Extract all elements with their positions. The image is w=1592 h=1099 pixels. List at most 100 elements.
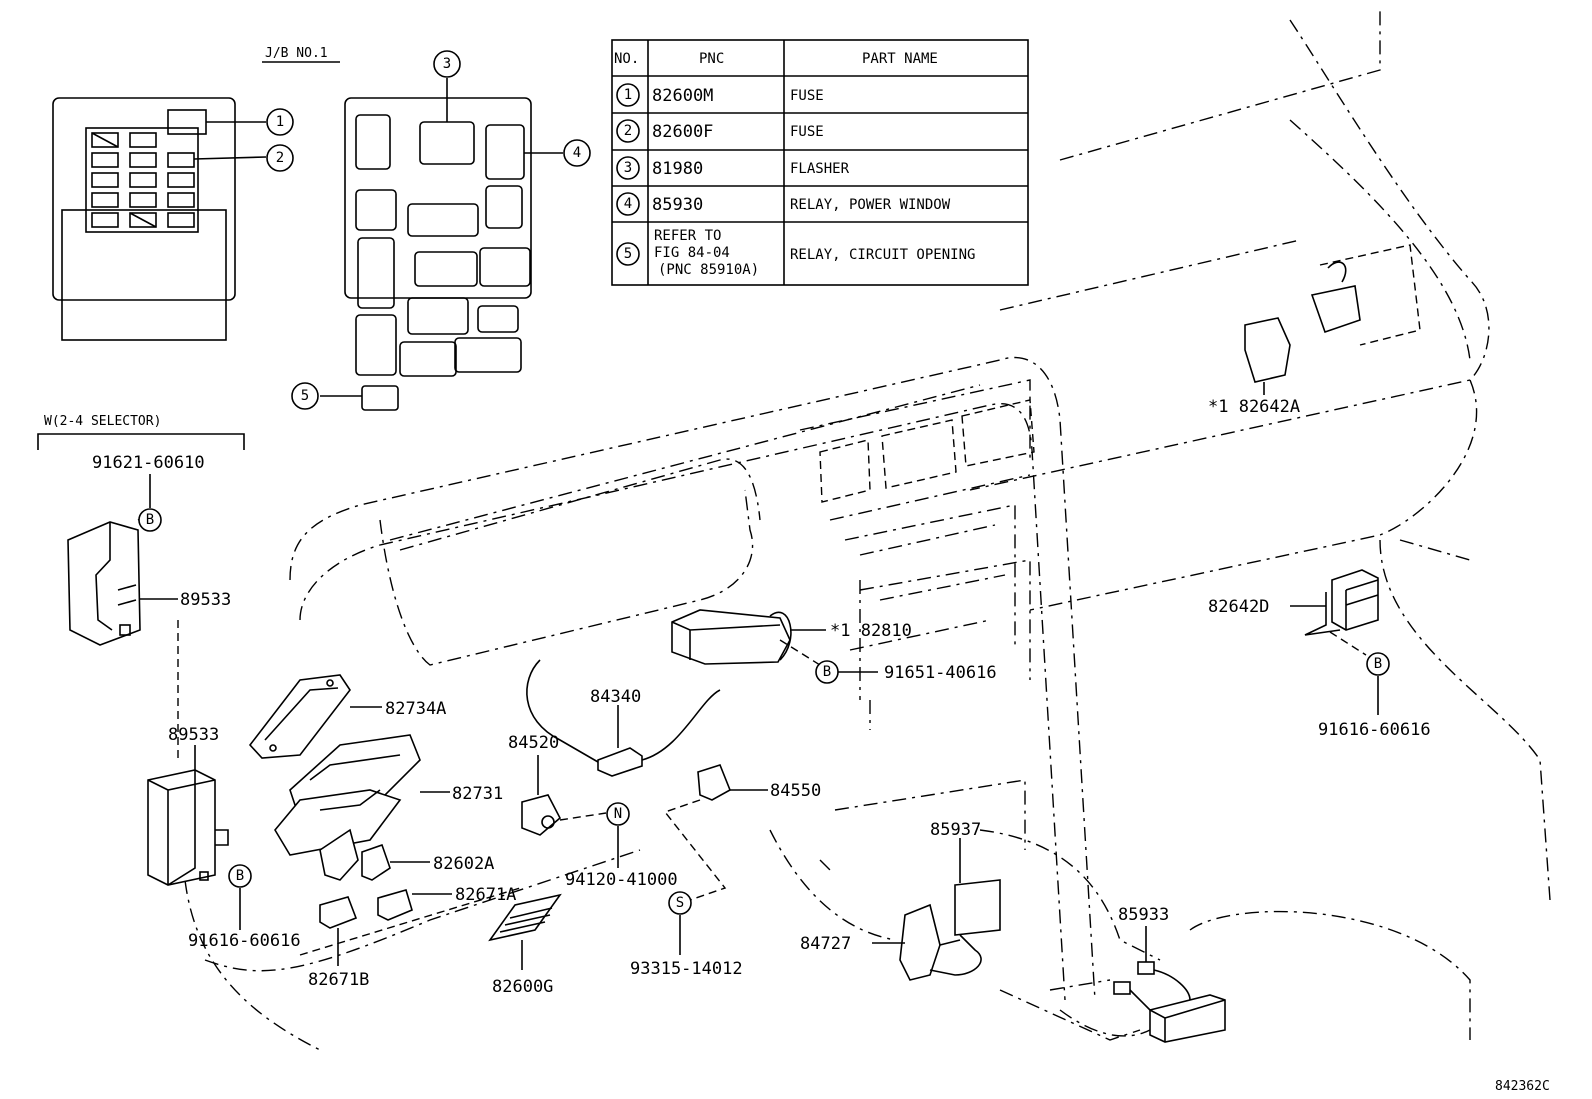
- selector-unit-89533-top: [67, 521, 141, 646]
- table-cell-name: RELAY, POWER WINDOW: [790, 197, 951, 213]
- relay-82602a: [361, 843, 391, 881]
- svg-text:3: 3: [624, 160, 632, 176]
- dash-b-82810: [779, 639, 821, 666]
- svg-text:4: 4: [624, 196, 632, 212]
- part-label[interactable]: 84520: [508, 733, 559, 753]
- callout-2: 2: [266, 144, 294, 172]
- wire-84340-b: [641, 689, 721, 761]
- svg-text:B: B: [1374, 656, 1382, 672]
- selector-bracket: [37, 433, 245, 450]
- part-label[interactable]: 84727: [800, 934, 851, 954]
- marker-b: B: [138, 508, 162, 532]
- part-label[interactable]: *1 82810: [830, 621, 912, 641]
- dashboard-outline: [184, 10, 1551, 1051]
- part-label[interactable]: 94120-41000: [565, 870, 678, 890]
- combination-switch-82810: [671, 609, 792, 665]
- part-label[interactable]: 84550: [770, 781, 821, 801]
- switch-84520: [521, 794, 562, 836]
- callout-1: 1: [266, 108, 294, 136]
- center-panel: [799, 379, 1035, 700]
- table-row: 1 82600M FUSE: [616, 83, 824, 107]
- part-label[interactable]: 82671B: [308, 970, 369, 990]
- table-cell-pnc-line: REFER TO: [654, 228, 721, 244]
- svg-text:1: 1: [276, 114, 284, 130]
- glovebox-outline: [1319, 244, 1421, 346]
- table-cell-name: RELAY, CIRCUIT OPENING: [790, 247, 975, 263]
- table-row: 4 85930 RELAY, POWER WINDOW: [616, 192, 951, 216]
- table-cell-name: FUSE: [790, 124, 824, 140]
- svg-text:B: B: [236, 868, 244, 884]
- svg-text:B: B: [823, 664, 831, 680]
- selector-title: W(2-4 SELECTOR): [44, 414, 161, 429]
- part-label[interactable]: 89533: [168, 725, 219, 745]
- part-label[interactable]: 82734A: [385, 699, 446, 719]
- connector-82734a: [248, 674, 351, 759]
- table-cell-pnc: 82600M: [652, 86, 713, 106]
- switch-82642a: [1244, 261, 1361, 383]
- table-row: 2 82600F FUSE: [616, 119, 824, 143]
- svg-text:B: B: [146, 512, 154, 528]
- relay-82671b: [319, 896, 358, 929]
- marker-b: B: [1366, 652, 1390, 676]
- table-cell-pnc: 81980: [652, 159, 703, 179]
- junction-block-right: [344, 97, 532, 411]
- wire-84340: [526, 659, 599, 763]
- relay-assy-85933: [1113, 961, 1226, 1043]
- part-label[interactable]: 85937: [930, 820, 981, 840]
- svg-text:1: 1: [624, 87, 632, 103]
- marker-b: B: [815, 660, 839, 684]
- dash-s: [663, 799, 727, 901]
- marker-b: B: [228, 864, 252, 888]
- part-label[interactable]: 84340: [590, 687, 641, 707]
- table-cell-name: FLASHER: [790, 161, 850, 177]
- part-label[interactable]: 82642D: [1208, 597, 1269, 617]
- table-cell-pnc: 85930: [652, 195, 703, 215]
- part-label[interactable]: 91651-40616: [884, 663, 997, 683]
- relay-82671a: [377, 889, 413, 921]
- callout-5: 5: [291, 382, 319, 410]
- switch-84550: [697, 764, 732, 801]
- part-label[interactable]: 82600G: [492, 977, 553, 997]
- sensor-84727: [899, 903, 982, 981]
- table-header-pnc: PNC: [699, 51, 724, 67]
- svg-text:2: 2: [624, 123, 632, 139]
- junction-block-title: J/B NO.1: [265, 46, 328, 61]
- part-label[interactable]: 91621-60610: [92, 453, 205, 473]
- parts-table: NO. PNC PART NAME 1 82600M FUSE 2 82600F…: [611, 39, 1029, 286]
- svg-text:5: 5: [624, 246, 632, 262]
- table-cell-name: FUSE: [790, 88, 824, 104]
- switch-84340: [597, 747, 643, 777]
- callout-4: 4: [563, 139, 591, 167]
- svg-text:2: 2: [276, 150, 284, 166]
- part-label[interactable]: 82731: [452, 784, 503, 804]
- selector-unit-89533-mid: [147, 769, 229, 886]
- svg-text:3: 3: [443, 56, 451, 72]
- marker-n: N: [606, 802, 630, 826]
- relay-block-82731: [274, 734, 421, 881]
- unit-85937: [954, 879, 1001, 936]
- part-label[interactable]: 85933: [1118, 905, 1169, 925]
- part-label[interactable]: 82602A: [433, 854, 494, 874]
- marker-s: S: [668, 891, 692, 915]
- table-cell-pnc-line: FIG 84-04: [654, 245, 730, 261]
- svg-text:5: 5: [301, 388, 309, 404]
- dash-b-82642d: [1329, 631, 1367, 656]
- dash-n: [559, 812, 607, 821]
- leader-2: [193, 156, 267, 160]
- part-label[interactable]: 91616-60616: [188, 931, 301, 951]
- part-label[interactable]: 82671A: [455, 885, 516, 905]
- part-label[interactable]: 89533: [180, 590, 231, 610]
- table-row: 3 81980 FLASHER: [616, 156, 850, 180]
- table-header-part-name: PART NAME: [862, 51, 938, 67]
- table-cell-pnc: 82600F: [652, 122, 713, 142]
- part-label[interactable]: 93315-14012: [630, 959, 743, 979]
- part-label[interactable]: 91616-60616: [1318, 720, 1431, 740]
- svg-text:S: S: [676, 895, 684, 911]
- fuse-grid: [91, 132, 195, 228]
- svg-text:4: 4: [573, 145, 581, 161]
- callout-3: 3: [433, 50, 461, 78]
- junction-block-left: [52, 97, 236, 341]
- table-cell-pnc-line: (PNC 85910A): [658, 262, 759, 278]
- part-label[interactable]: *1 82642A: [1208, 397, 1300, 417]
